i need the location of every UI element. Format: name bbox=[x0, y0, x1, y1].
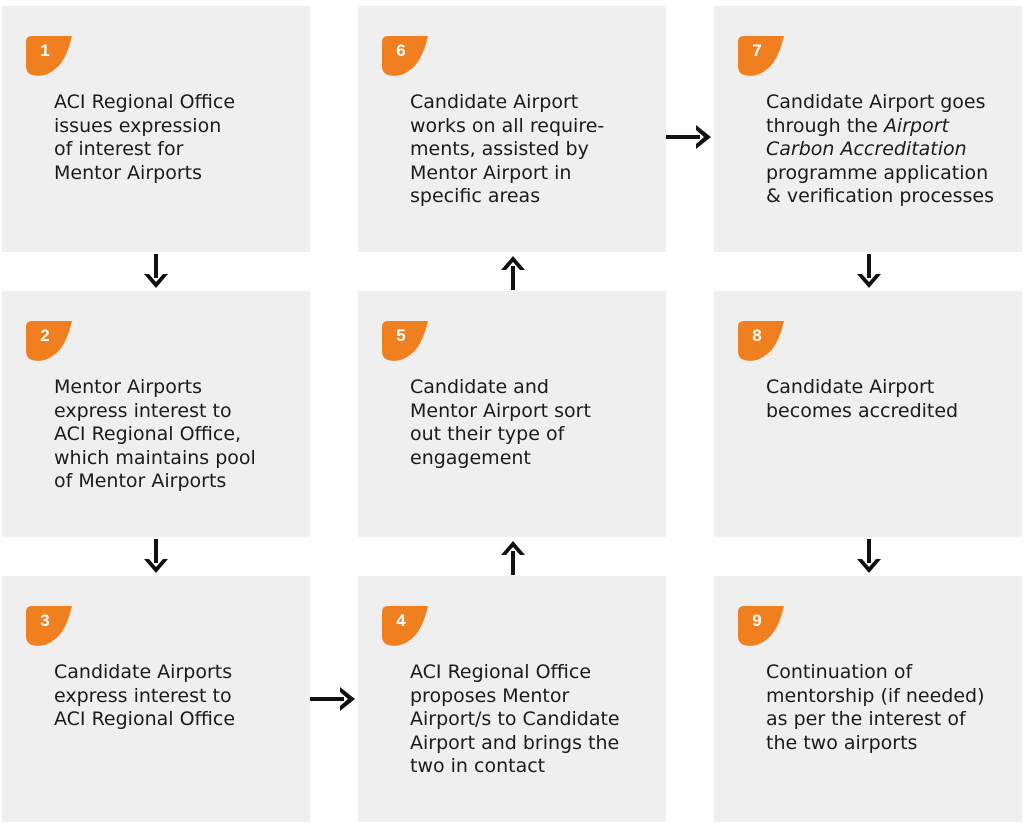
step-9-badge: 9 bbox=[734, 602, 786, 648]
arrow-down-8-to-9 bbox=[854, 539, 884, 575]
step-2-line-2: express interest to bbox=[54, 399, 232, 422]
step-9-number: 9 bbox=[752, 611, 762, 630]
step-9-line-3: as per the interest of bbox=[766, 708, 966, 730]
step-7-number: 7 bbox=[752, 41, 762, 60]
arrow-up-icon bbox=[501, 256, 525, 290]
step-2-line-1: Mentor Airports bbox=[54, 376, 202, 398]
arrow-down-1-to-2 bbox=[141, 254, 171, 290]
leaf-badge-icon bbox=[738, 36, 784, 76]
arrow-right-3-to-4 bbox=[310, 684, 356, 714]
arrow-right-icon bbox=[666, 125, 711, 149]
step-7-line-2: through the bbox=[766, 114, 878, 137]
step-2-line-5: of Mentor Airports bbox=[54, 470, 227, 492]
step-5-line-1: Candidate and bbox=[410, 376, 549, 398]
step-5-line-3: out their type of bbox=[410, 423, 565, 445]
step-4-line-1: ACI Regional Office bbox=[410, 661, 592, 683]
step-6-line-2: works on all require- bbox=[410, 114, 605, 137]
step-3-line-1: Candidate Airports bbox=[54, 661, 233, 683]
leaf-badge-icon bbox=[382, 36, 428, 76]
step-3-line-3: ACI Regional Office bbox=[54, 708, 236, 730]
step-6-box: 6 Candidate Airport works on all require… bbox=[358, 6, 666, 252]
step-4-box: 4 ACI Regional Office proposes Mentor Ai… bbox=[358, 576, 666, 822]
arrow-down-icon bbox=[857, 254, 881, 288]
step-1-line-4: Mentor Airports bbox=[54, 161, 202, 184]
step-4-line-5: two in contact bbox=[410, 755, 546, 777]
leaf-badge-icon bbox=[738, 321, 784, 361]
step-7-badge: 7 bbox=[734, 32, 786, 78]
step-5-line-4: engagement bbox=[410, 446, 531, 469]
arrow-down-7-to-8 bbox=[854, 254, 884, 290]
step-6-badge: 6 bbox=[378, 32, 430, 78]
leaf-badge-icon bbox=[26, 606, 72, 646]
step-3-text: Candidate Airports express interest to A… bbox=[54, 661, 304, 732]
step-1-box: 1 ACI Regional Office issues expression … bbox=[2, 6, 310, 252]
arrow-up-icon bbox=[501, 541, 525, 575]
step-7-line-1: Candidate Airport goes bbox=[766, 91, 986, 113]
step-1-text: ACI Regional Office issues expression of… bbox=[54, 91, 304, 185]
step-5-box: 5 Candidate and Mentor Airport sort out … bbox=[358, 291, 666, 537]
leaf-badge-icon bbox=[738, 606, 784, 646]
step-3-badge: 3 bbox=[22, 602, 74, 648]
step-9-line-4: the two airports bbox=[766, 731, 918, 754]
leaf-badge-icon bbox=[382, 321, 428, 361]
step-1-line-2: issues expression bbox=[54, 114, 222, 137]
arrow-up-5-to-6 bbox=[498, 254, 528, 290]
step-5-badge: 5 bbox=[378, 317, 430, 363]
step-9-line-1: Continuation of bbox=[766, 661, 913, 683]
step-6-text: Candidate Airport works on all require- … bbox=[410, 91, 660, 209]
step-8-line-2: becomes accredited bbox=[766, 399, 959, 422]
step-2-badge: 2 bbox=[22, 317, 74, 363]
arrow-up-4-to-5 bbox=[498, 539, 528, 575]
arrow-down-icon bbox=[857, 539, 881, 573]
step-8-box: 8 Candidate Airport becomes accredited bbox=[714, 291, 1022, 537]
step-9-line-2: mentorship (if needed) bbox=[766, 684, 985, 707]
step-7-line-2-italic: Airport bbox=[883, 114, 949, 137]
step-2-text: Mentor Airports express interest to ACI … bbox=[54, 376, 304, 494]
step-6-number: 6 bbox=[396, 41, 406, 60]
step-7-line-3: Carbon Accreditation bbox=[766, 138, 967, 160]
step-5-line-2: Mentor Airport sort bbox=[410, 399, 591, 422]
step-1-line-1: ACI Regional Office bbox=[54, 91, 236, 113]
step-8-number: 8 bbox=[752, 326, 762, 345]
step-7-line-5: & verification processes bbox=[766, 185, 994, 207]
step-4-line-4: Airport and brings the bbox=[410, 731, 620, 754]
arrow-down-2-to-3 bbox=[141, 539, 171, 575]
arrow-right-icon bbox=[310, 687, 355, 711]
step-8-badge: 8 bbox=[734, 317, 786, 363]
step-6-line-3: ments, assisted by bbox=[410, 138, 589, 160]
step-6-line-5: specific areas bbox=[410, 185, 541, 207]
step-5-text: Candidate and Mentor Airport sort out th… bbox=[410, 376, 660, 470]
step-2-line-4: which maintains pool bbox=[54, 446, 256, 469]
step-8-line-1: Candidate Airport bbox=[766, 376, 935, 398]
leaf-badge-icon bbox=[382, 606, 428, 646]
step-4-text: ACI Regional Office proposes Mentor Airp… bbox=[410, 661, 660, 779]
step-2-box: 2 Mentor Airports express interest to AC… bbox=[2, 291, 310, 537]
step-4-line-2: proposes Mentor bbox=[410, 684, 570, 707]
step-7-box: 7 Candidate Airport goes through the Air… bbox=[714, 6, 1022, 252]
step-1-badge: 1 bbox=[22, 32, 74, 78]
leaf-badge-icon bbox=[26, 321, 72, 361]
step-2-number: 2 bbox=[40, 326, 50, 345]
step-6-line-4: Mentor Airport in bbox=[410, 161, 572, 184]
arrow-right-6-to-7 bbox=[666, 122, 712, 152]
arrow-down-icon bbox=[144, 254, 168, 288]
step-2-line-3: ACI Regional Office, bbox=[54, 423, 242, 445]
step-7-line-4: programme application bbox=[766, 161, 989, 184]
step-3-box: 3 Candidate Airports express interest to… bbox=[2, 576, 310, 822]
step-9-box: 9 Continuation of mentorship (if needed)… bbox=[714, 576, 1022, 822]
step-4-badge: 4 bbox=[378, 602, 430, 648]
step-7-text: Candidate Airport goes through the Airpo… bbox=[766, 91, 1016, 209]
step-8-text: Candidate Airport becomes accredited bbox=[766, 376, 1016, 423]
step-3-line-2: express interest to bbox=[54, 684, 232, 707]
step-5-number: 5 bbox=[396, 326, 406, 345]
step-3-number: 3 bbox=[40, 611, 50, 630]
arrow-down-icon bbox=[144, 539, 168, 573]
step-4-line-3: Airport/s to Candidate bbox=[410, 708, 620, 730]
step-4-number: 4 bbox=[396, 611, 406, 630]
step-6-line-1: Candidate Airport bbox=[410, 91, 579, 113]
step-9-text: Continuation of mentorship (if needed) a… bbox=[766, 661, 1016, 755]
leaf-badge-icon bbox=[26, 36, 72, 76]
step-1-number: 1 bbox=[40, 41, 50, 60]
step-1-line-3: of interest for bbox=[54, 138, 184, 160]
